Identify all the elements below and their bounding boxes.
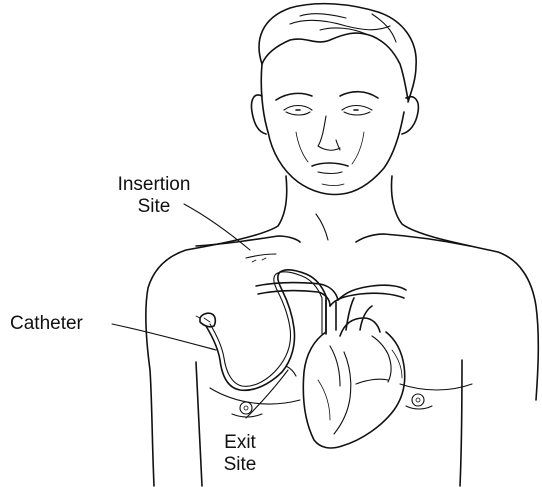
insertion-site-mark [246, 254, 276, 262]
insertion-site-label-line2: Site [114, 196, 194, 218]
insertion-site-label-line1: Insertion [114, 174, 194, 196]
insertion-site-label: Insertion Site [114, 174, 194, 218]
catheter-tube [196, 270, 326, 390]
exit-site-label-line2: Site [218, 454, 262, 476]
heart [303, 298, 404, 448]
catheter-label: Catheter [10, 313, 83, 335]
exit-site-label: Exit Site [218, 432, 262, 476]
exit-leader-line [246, 370, 288, 418]
face [251, 64, 418, 195]
exit-site-label-line1: Exit [218, 432, 262, 454]
catheter-label-text: Catheter [10, 313, 83, 334]
veins [256, 283, 406, 332]
hair [259, 4, 416, 102]
catheter-leader-line [112, 324, 216, 350]
